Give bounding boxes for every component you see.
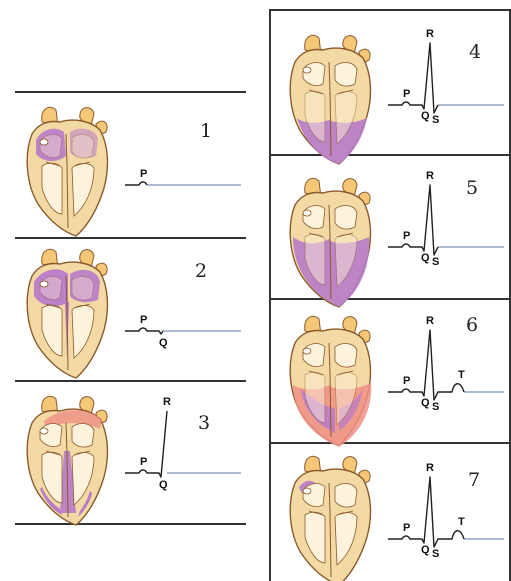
heart-illustration [290,178,370,307]
ecg-waveform: PQ R S [388,170,504,268]
right-atrium [335,484,357,508]
stage-number: 7 [468,471,480,490]
left-atrium [303,484,325,507]
ecg-trace [388,477,464,547]
panel-drawing: PQ R S [270,155,510,295]
heart-illustration [27,249,107,378]
wave-label-q: Q [421,252,430,264]
ecg-waveform: P [125,168,241,185]
wave-label-p: P [403,88,410,100]
wave-label-p: P [140,168,147,180]
sa-node [303,67,311,73]
ecg-waveform: PQ R S T [388,315,504,413]
panel-drawing: PQ [15,238,255,378]
stage-number: 3 [198,414,210,433]
sa-node [40,428,48,434]
sa-node [40,281,48,287]
wave-label-s: S [432,401,439,413]
right-atrium [335,63,357,87]
right-atrium [335,344,357,368]
wave-label-p: P [403,522,410,534]
right-atrium [72,424,94,448]
ecg-trace [125,182,147,185]
wave-label-s: S [432,256,439,268]
ecg-waveform: PQ R [125,396,241,491]
stage-number: 4 [469,43,481,62]
heart-illustration [290,35,370,164]
wave-label-t: T [458,516,465,528]
heart-illustration [290,456,370,581]
wave-label-q: Q [421,397,430,409]
wave-label-r: R [426,462,434,474]
panel-drawing: PQ R S T [270,443,510,581]
stage-number: 6 [466,316,478,335]
heart-illustration [27,107,107,236]
left-atrium [40,135,62,158]
sa-node [303,348,311,354]
wave-label-t: T [458,369,465,381]
ecg-waveform: PQ R S [388,28,504,126]
left-atrium [40,424,62,447]
ecg-waveform: PQ [125,314,241,349]
panel-drawing: PQ R S [270,10,510,150]
divider-left-bottom [15,523,246,525]
wave-label-q: Q [159,337,168,349]
left-atrium [303,344,325,367]
wave-label-p: P [140,456,147,468]
right-atrium [72,135,94,159]
wave-label-s: S [432,114,439,126]
left-atrium [303,63,325,86]
wave-label-q: Q [159,479,168,491]
wave-label-r: R [426,28,434,40]
stage-number: 5 [466,179,478,198]
left-atrium [303,206,325,229]
right-atrium [72,277,94,301]
ecg-waveform: PQ R S T [388,462,504,560]
wave-label-p: P [403,230,410,242]
wave-label-r: R [426,315,434,327]
wave-label-q: Q [421,110,430,122]
stage-number: 1 [200,122,212,141]
heart-illustration [290,316,371,447]
ecg-trace [388,43,438,113]
right-atrium [335,206,357,230]
sa-node [303,210,311,216]
stage-number: 2 [195,262,207,281]
wave-label-p: P [403,375,410,387]
ecg-trace [125,328,163,334]
left-atrium [40,277,62,300]
ecg-trace [388,330,464,400]
panel-drawing: P [15,92,255,232]
wave-label-r: R [426,170,434,182]
wave-label-q: Q [421,544,430,556]
wave-label-r: R [163,396,171,408]
wave-label-s: S [432,548,439,560]
wave-label-p: P [140,314,147,326]
ecg-trace [388,185,438,255]
sa-node [40,139,48,145]
sa-node [303,488,311,494]
heart-illustration [27,396,107,525]
panel-drawing: PQ R [15,381,255,521]
